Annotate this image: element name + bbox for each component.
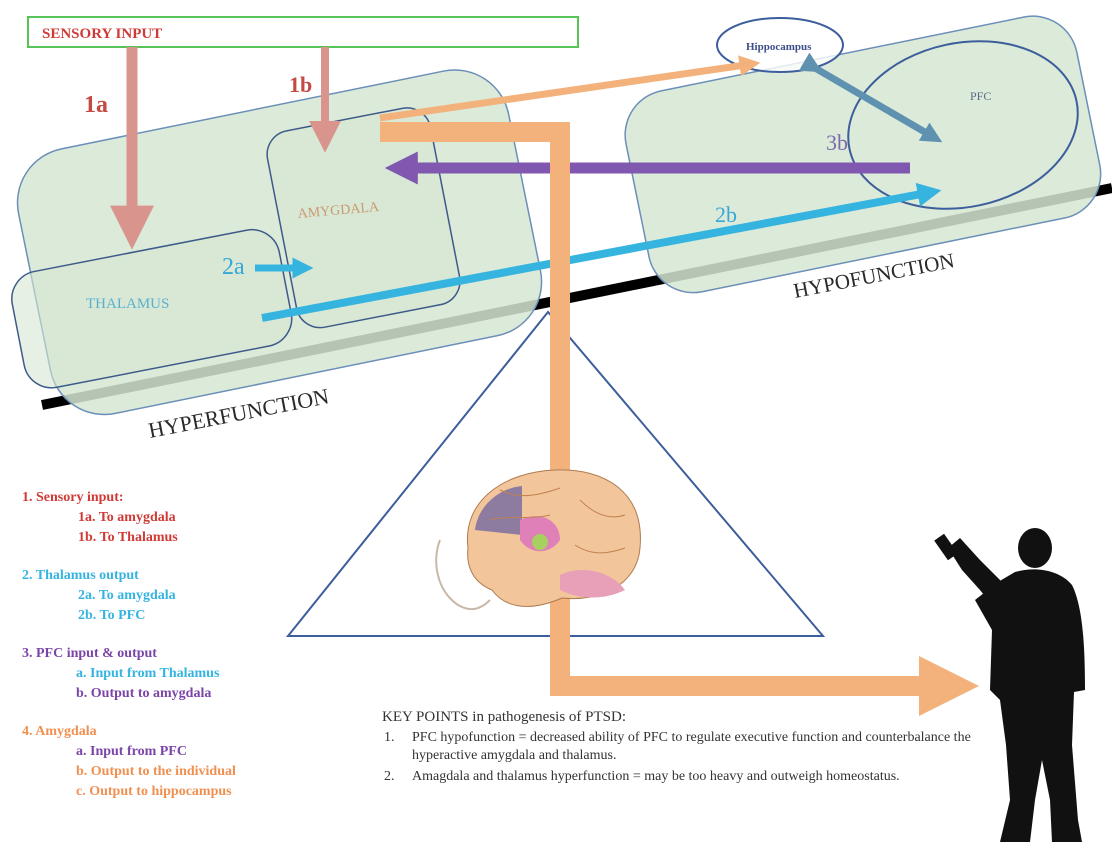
legend-item: 1b. To Thalamus	[22, 528, 236, 548]
legend-group-sensory: 1. Sensory input: 1a. To amygdala 1b. To…	[22, 488, 236, 548]
hippocampus-label: Hippocampus	[746, 41, 812, 53]
legend-group-pfc: 3. PFC input & output a. Input from Thal…	[22, 644, 236, 704]
key-point-text: Amagdala and thalamus hyperfunction = ma…	[412, 768, 900, 786]
legend-item: 2b. To PFC	[22, 606, 236, 626]
soldier-silhouette	[934, 528, 1085, 842]
legend-title: 3. PFC input & output	[22, 644, 236, 664]
pfc-label: PFC	[970, 89, 991, 103]
brain-illustration	[436, 470, 640, 609]
legend-item: 2a. To amygdala	[22, 586, 236, 606]
legend: 1. Sensory input: 1a. To amygdala 1b. To…	[22, 488, 236, 820]
legend-item: b. Output to amygdala	[22, 684, 236, 704]
legend-group-thalamus: 2. Thalamus output 2a. To amygdala 2b. T…	[22, 566, 236, 626]
key-point-item: 2. Amagdala and thalamus hyperfunction =…	[382, 768, 982, 786]
key-point-item: 1. PFC hypofunction = decreased ability …	[382, 729, 982, 765]
key-points-title: KEY POINTS in pathogenesis of PTSD:	[382, 708, 982, 726]
label-2a: 2a	[222, 254, 245, 280]
sensory-input-label: SENSORY INPUT	[42, 26, 162, 42]
legend-item: c. Output to hippocampus	[22, 782, 236, 802]
legend-group-amygdala: 4. Amygdala a. Input from PFC b. Output …	[22, 722, 236, 802]
label-1a: 1a	[84, 92, 108, 118]
key-points: KEY POINTS in pathogenesis of PTSD: 1. P…	[382, 708, 982, 786]
key-point-text: PFC hypofunction = decreased ability of …	[412, 729, 982, 765]
thalamus-label: THALAMUS	[86, 296, 169, 312]
legend-title: 2. Thalamus output	[22, 566, 236, 586]
label-1b: 1b	[289, 72, 312, 97]
label-2b: 2b	[715, 202, 737, 227]
legend-item: a. Input from Thalamus	[22, 664, 236, 684]
key-point-number: 2.	[382, 768, 412, 786]
key-point-number: 1.	[382, 729, 412, 765]
label-3b: 3b	[826, 130, 848, 155]
legend-title: 4. Amygdala	[22, 722, 236, 742]
legend-item: a. Input from PFC	[22, 742, 236, 762]
legend-title: 1. Sensory input:	[22, 488, 236, 508]
legend-item: b. Output to the individual	[22, 762, 236, 782]
legend-item: 1a. To amygdala	[22, 508, 236, 528]
